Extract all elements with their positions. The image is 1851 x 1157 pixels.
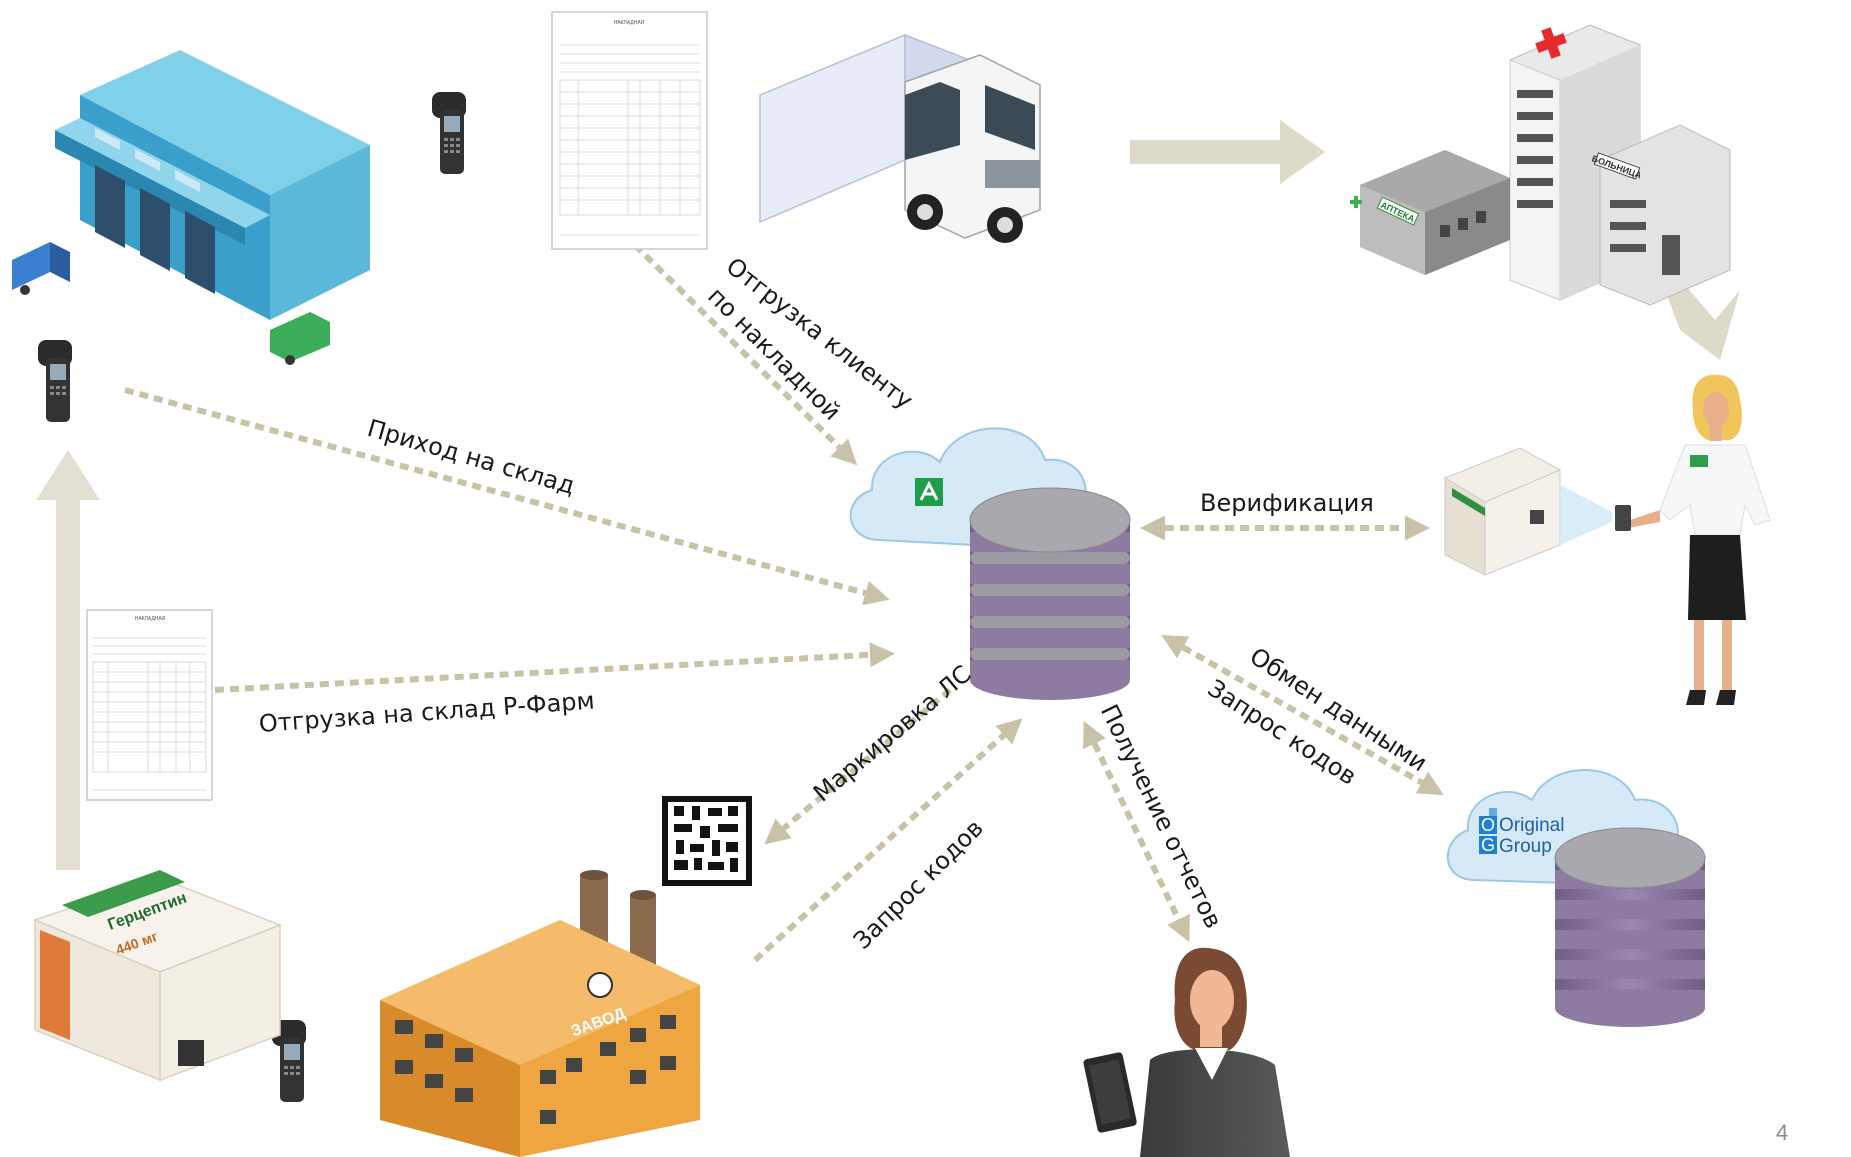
scan-beam [1560, 485, 1612, 545]
solid-arrow-hospital-to-woman [1665, 285, 1740, 360]
arrow-warehouse-to-server [124, 387, 890, 606]
invoice-document-top: НАКЛАДНАЯ [551, 11, 708, 250]
warehouse-building [55, 50, 370, 320]
invoice-document-left: НАКЛАДНАЯ [86, 609, 213, 801]
solid-arrow-truck-to-hospital [1130, 120, 1325, 184]
partner-database-icon [1554, 827, 1706, 1027]
invoice-title: НАКЛАДНАЯ [135, 616, 166, 622]
barcode-scanner-icon [432, 92, 466, 174]
page-number: 4 [1776, 1120, 1788, 1145]
pharmacy-building: АПТЕКА [1350, 150, 1510, 275]
arrow-factory-to-server [752, 718, 1023, 963]
partner-logo-icon [1479, 816, 1497, 834]
central-database-icon [969, 487, 1131, 700]
label-verification: Верификация [1200, 489, 1374, 517]
package-barcode-icon [1530, 510, 1544, 524]
scanned-package [1443, 447, 1562, 576]
arrow-reports [1083, 720, 1190, 943]
invoice-title: НАКЛАДНАЯ [614, 20, 645, 26]
barcode-scanner-icon [38, 340, 72, 422]
office-worker-figure [1083, 947, 1290, 1157]
delivery-truck [759, 33, 1041, 243]
pharmacist-figure [1615, 374, 1771, 705]
datamatrix-code-icon [662, 796, 752, 886]
arrow-data-exchange [1161, 635, 1444, 795]
hospital-building: БОЛЬНИЦА [1509, 24, 1731, 306]
factory-building: ЗАВОД [380, 870, 700, 1157]
partner-name-line2: Group [1499, 836, 1552, 857]
arrow-invoice-to-server [632, 242, 858, 466]
r-pharm-logo-icon [915, 478, 943, 506]
drug-package: Герцептин 440 мг [32, 870, 283, 1082]
blue-truck-icon [12, 242, 70, 295]
svg-text:O: O [1481, 815, 1495, 835]
svg-text:G: G [1481, 835, 1495, 855]
arrow-shipment-to-server [214, 642, 896, 693]
green-truck-icon [270, 312, 330, 365]
package-barcode-icon [178, 1040, 204, 1066]
arrow-server-to-qr [764, 687, 952, 845]
solid-arrow-box-to-scanner [36, 450, 100, 870]
partner-name-line1: Original [1499, 815, 1564, 836]
